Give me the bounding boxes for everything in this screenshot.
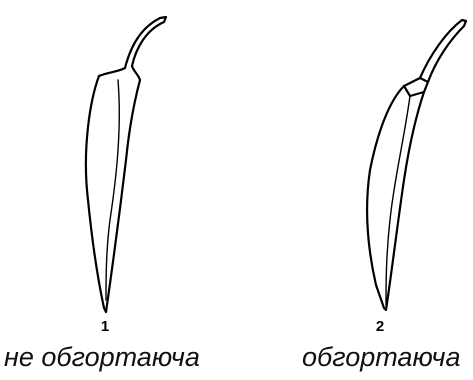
figure-caption-2: обгортаюча bbox=[302, 342, 461, 372]
pepper-drawing-2 bbox=[367, 20, 466, 310]
pepper-drawing-1 bbox=[86, 17, 166, 312]
pepper-stem-1 bbox=[125, 17, 166, 68]
figure-number-1: 1 bbox=[90, 319, 120, 335]
figure-number-2: 2 bbox=[365, 319, 395, 335]
pepper-calyx-1 bbox=[99, 66, 140, 80]
pepper-stem-2 bbox=[420, 20, 466, 82]
pepper-fold-2 bbox=[386, 96, 410, 305]
figure-caption-1: не обгортаюча bbox=[4, 342, 200, 372]
pepper-pod-2 bbox=[367, 86, 424, 310]
